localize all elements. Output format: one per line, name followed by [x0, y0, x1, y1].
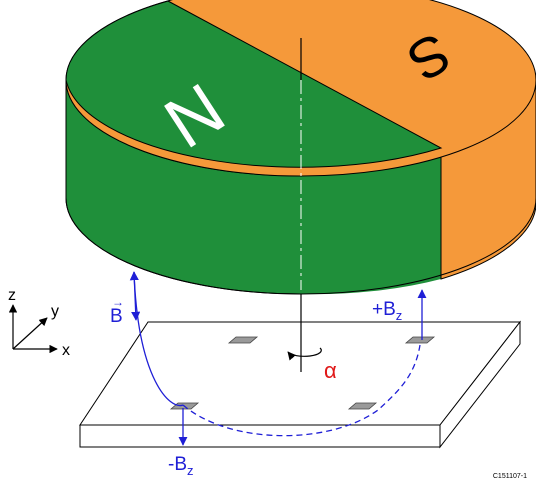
field-vector-label: B: [110, 306, 123, 327]
plus-bz-label: +Bz: [372, 299, 402, 323]
rotation-angle-label: α: [324, 358, 337, 383]
magnet-side-north-right: [301, 148, 441, 295]
hall-sensor-front-right: [347, 402, 378, 410]
magnet-top-north: [65, 0, 443, 168]
hall-sensor-back-right: [404, 336, 436, 344]
field-line-solid-top: [131, 271, 141, 321]
hall-sensor-back-left: [227, 336, 259, 344]
disc-magnet: N S: [65, 0, 536, 295]
figure-id: C151107-1: [493, 473, 527, 480]
coordinate-axes: z y x: [8, 287, 70, 359]
board-side-face: [439, 320, 521, 449]
field-line-dashed: [182, 344, 421, 437]
field-vector-arrow: →: [112, 295, 124, 309]
y-axis-label: y: [51, 303, 59, 320]
field-lines: [129, 271, 427, 446]
field-line-solid: [129, 271, 184, 407]
rotation-arrow: [287, 347, 322, 361]
board-front-face: [79, 424, 441, 448]
minus-bz-label: -Bz: [168, 454, 194, 478]
sensor-board: [79, 320, 522, 449]
x-axis-label: x: [62, 342, 70, 359]
z-axis-label: z: [8, 287, 16, 304]
